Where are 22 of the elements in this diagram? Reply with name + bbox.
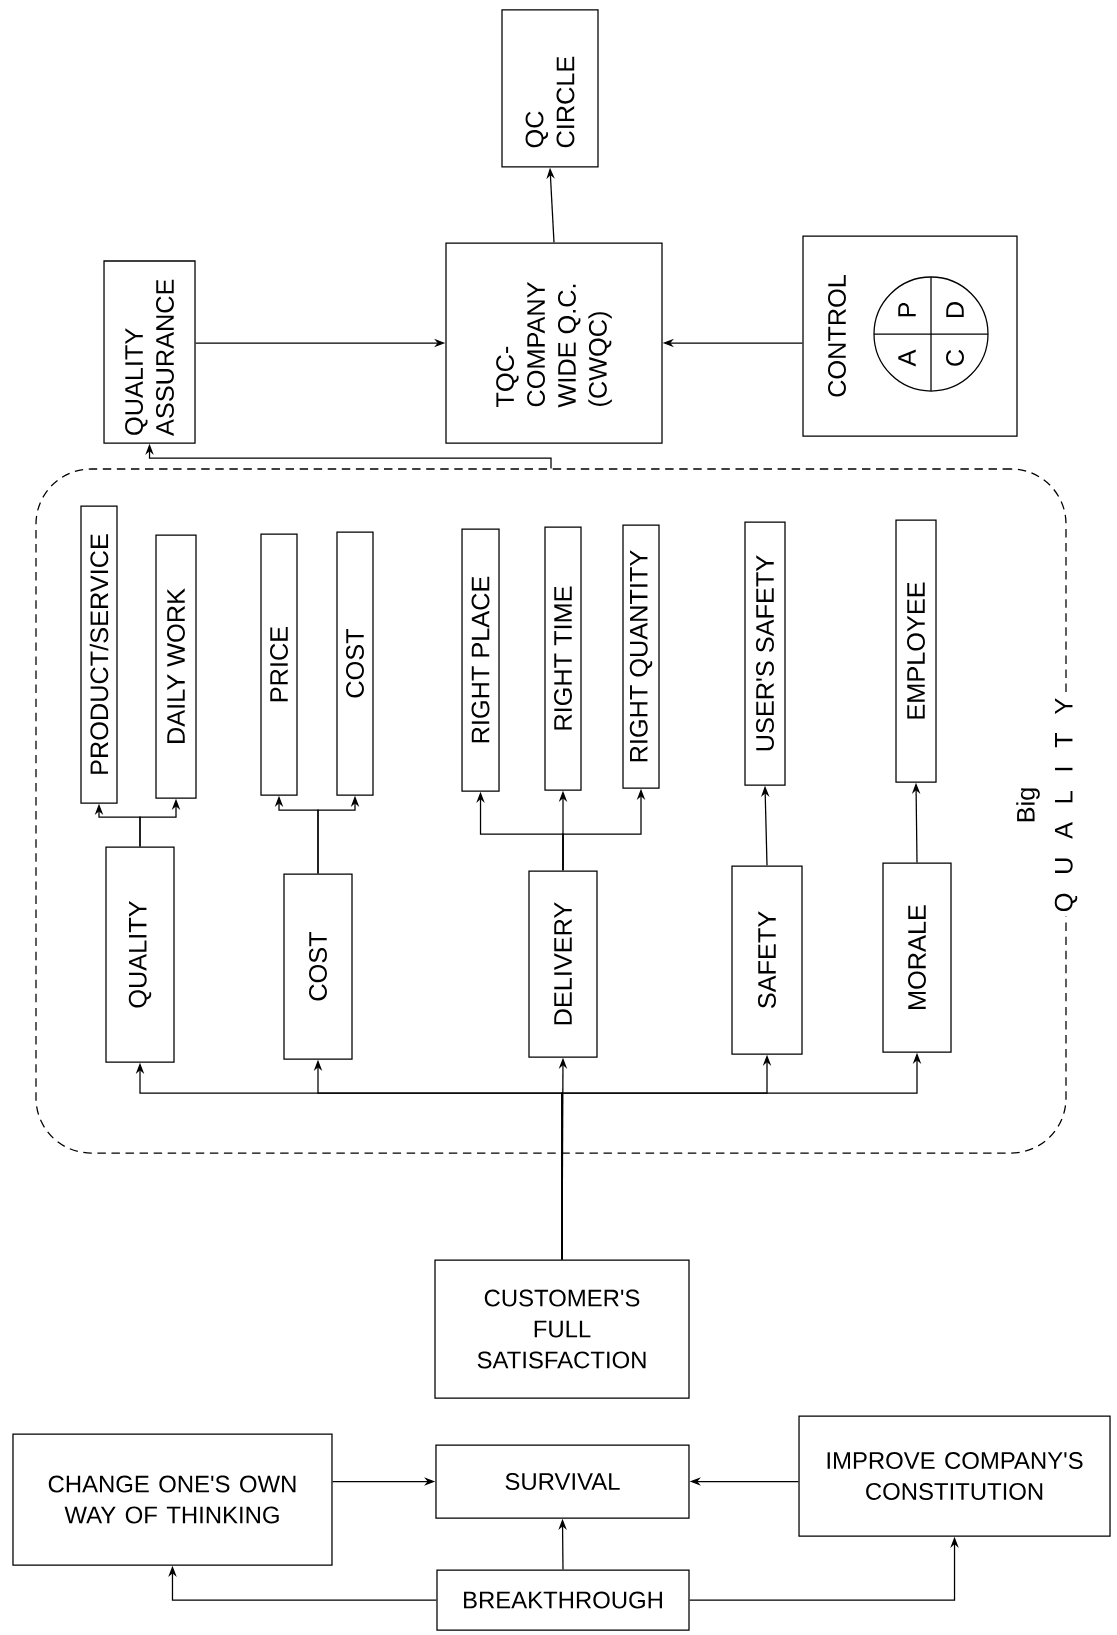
process-box: TQC- COMPANY WIDE Q.C. (CWQC) xyxy=(445,242,663,444)
process-box: MORALE xyxy=(882,862,952,1053)
process-box: COST xyxy=(283,873,353,1060)
process-box: PRODUCT/SERVICE xyxy=(80,505,118,804)
process-box: DAILY WORK xyxy=(155,534,197,799)
process-box: USER'S SAFETY xyxy=(744,521,786,786)
process-box: QUALITY xyxy=(105,846,175,1063)
process-box: PRICE xyxy=(260,533,298,796)
process-box: BREAKTHROUGH xyxy=(436,1569,690,1631)
process-box: COST xyxy=(336,531,374,796)
process-box: RIGHT QUANTITY xyxy=(622,524,660,789)
process-box: RIGHT TIME xyxy=(544,526,582,791)
process-box: RIGHT PLACE xyxy=(461,528,500,792)
process-box: QUALITY ASSURANCE xyxy=(103,260,196,444)
process-box: SURVIVAL xyxy=(435,1444,690,1519)
process-box: QC CIRCLE xyxy=(501,9,599,168)
process-box: EMPLOYEE xyxy=(895,519,937,783)
process-box: SAFETY xyxy=(731,865,803,1055)
process-box: CUSTOMER'S FULL SATISFACTION xyxy=(434,1259,690,1399)
process-box: CHANGE ONE'S OWN WAY OF THINKING xyxy=(12,1433,333,1566)
process-box: DELIVERY xyxy=(528,870,598,1058)
process-box: IMPROVE COMPANY'S CONSTITUTION xyxy=(798,1415,1111,1537)
